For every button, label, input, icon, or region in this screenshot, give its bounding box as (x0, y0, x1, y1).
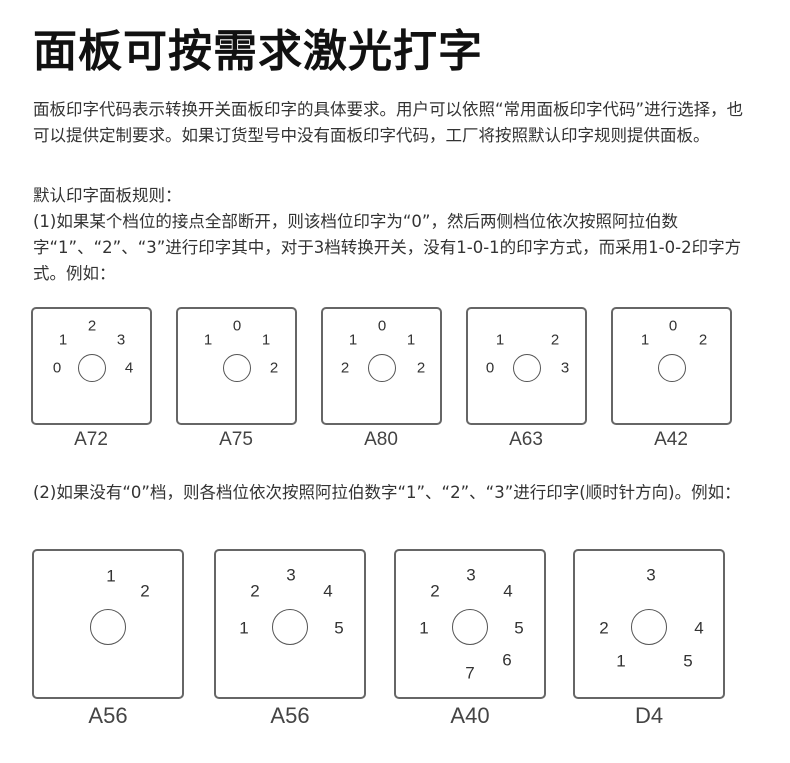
position-label: 1 (203, 331, 213, 349)
position-label: 2 (87, 317, 97, 335)
position-label: 1 (106, 566, 116, 586)
knob-icon (90, 609, 126, 645)
page-title: 面板可按需求激光打字 (33, 26, 483, 77)
position-label: 6 (502, 650, 512, 670)
position-label: 3 (646, 565, 656, 585)
position-label: 3 (286, 565, 296, 585)
panel-caption: A72 (74, 429, 108, 450)
position-label: 0 (668, 317, 678, 335)
panel-caption: A42 (654, 429, 688, 450)
panel-a72: 1 2 3 0 4 (31, 307, 152, 425)
position-label: 1 (640, 331, 650, 349)
position-label: 2 (416, 359, 426, 377)
position-label: 0 (377, 317, 387, 335)
position-label: 3 (466, 565, 476, 585)
position-label: 4 (694, 618, 704, 638)
panel-a56-first: 1 2 (32, 549, 184, 699)
knob-icon (368, 354, 396, 382)
panel-caption: A40 (450, 703, 490, 728)
position-label: 5 (683, 651, 693, 671)
position-label: 1 (239, 618, 249, 638)
position-label: 1 (495, 331, 505, 349)
rule-2-text: (2)如果没有“0”档，则各档位依次按照阿拉伯数字“1”、“2”、“3”进行印字… (33, 483, 741, 502)
knob-icon (272, 609, 308, 645)
position-label: 5 (334, 618, 344, 638)
position-label: 4 (503, 581, 513, 601)
position-label: 2 (340, 359, 350, 377)
panel-caption: A56 (88, 703, 128, 728)
position-label: 2 (269, 359, 279, 377)
position-label: 2 (550, 331, 560, 349)
position-label: 2 (430, 581, 440, 601)
position-label: 3 (560, 359, 570, 377)
panel-d4: 3 2 4 1 5 (573, 549, 725, 699)
panel-caption: A56 (270, 703, 310, 728)
position-label: 2 (698, 331, 708, 349)
knob-icon (452, 609, 488, 645)
position-label: 3 (116, 331, 126, 349)
knob-icon (513, 354, 541, 382)
panel-caption: A75 (219, 429, 253, 450)
knob-icon (78, 354, 106, 382)
position-label: 4 (323, 581, 333, 601)
position-label: 1 (261, 331, 271, 349)
position-label: 2 (250, 581, 260, 601)
panel-caption: A80 (364, 429, 398, 450)
position-label: 0 (485, 359, 495, 377)
panel-a42: 1 0 2 (611, 307, 732, 425)
position-label: 1 (348, 331, 358, 349)
panel-a75: 1 0 1 2 (176, 307, 297, 425)
position-label: 1 (406, 331, 416, 349)
position-label: 2 (140, 581, 150, 601)
position-label: 5 (514, 618, 524, 638)
position-label: 7 (465, 663, 475, 683)
panel-caption: A63 (509, 429, 543, 450)
panel-a40: 2 3 4 1 5 6 7 (394, 549, 546, 699)
rule-1-text: (1)如果某个档位的接点全部断开，则该档位印字为“0”，然后两侧档位依次按照阿拉… (33, 212, 742, 283)
panel-a56-second: 2 3 4 1 5 (214, 549, 366, 699)
position-label: 1 (58, 331, 68, 349)
panel-a80: 1 0 1 2 2 (321, 307, 442, 425)
position-label: 1 (419, 618, 429, 638)
rules-heading: 默认印字面板规则： (33, 186, 182, 205)
knob-icon (223, 354, 251, 382)
position-label: 1 (616, 651, 626, 671)
intro-paragraph: 面板印字代码表示转换开关面板印字的具体要求。用户可以依照“常用面板印字代码”进行… (33, 100, 744, 145)
knob-icon (631, 609, 667, 645)
position-label: 4 (124, 359, 134, 377)
knob-icon (658, 354, 686, 382)
panel-caption: D4 (634, 703, 664, 728)
panel-a63: 1 2 0 3 (466, 307, 587, 425)
position-label: 0 (232, 317, 242, 335)
position-label: 2 (599, 618, 609, 638)
position-label: 0 (52, 359, 62, 377)
